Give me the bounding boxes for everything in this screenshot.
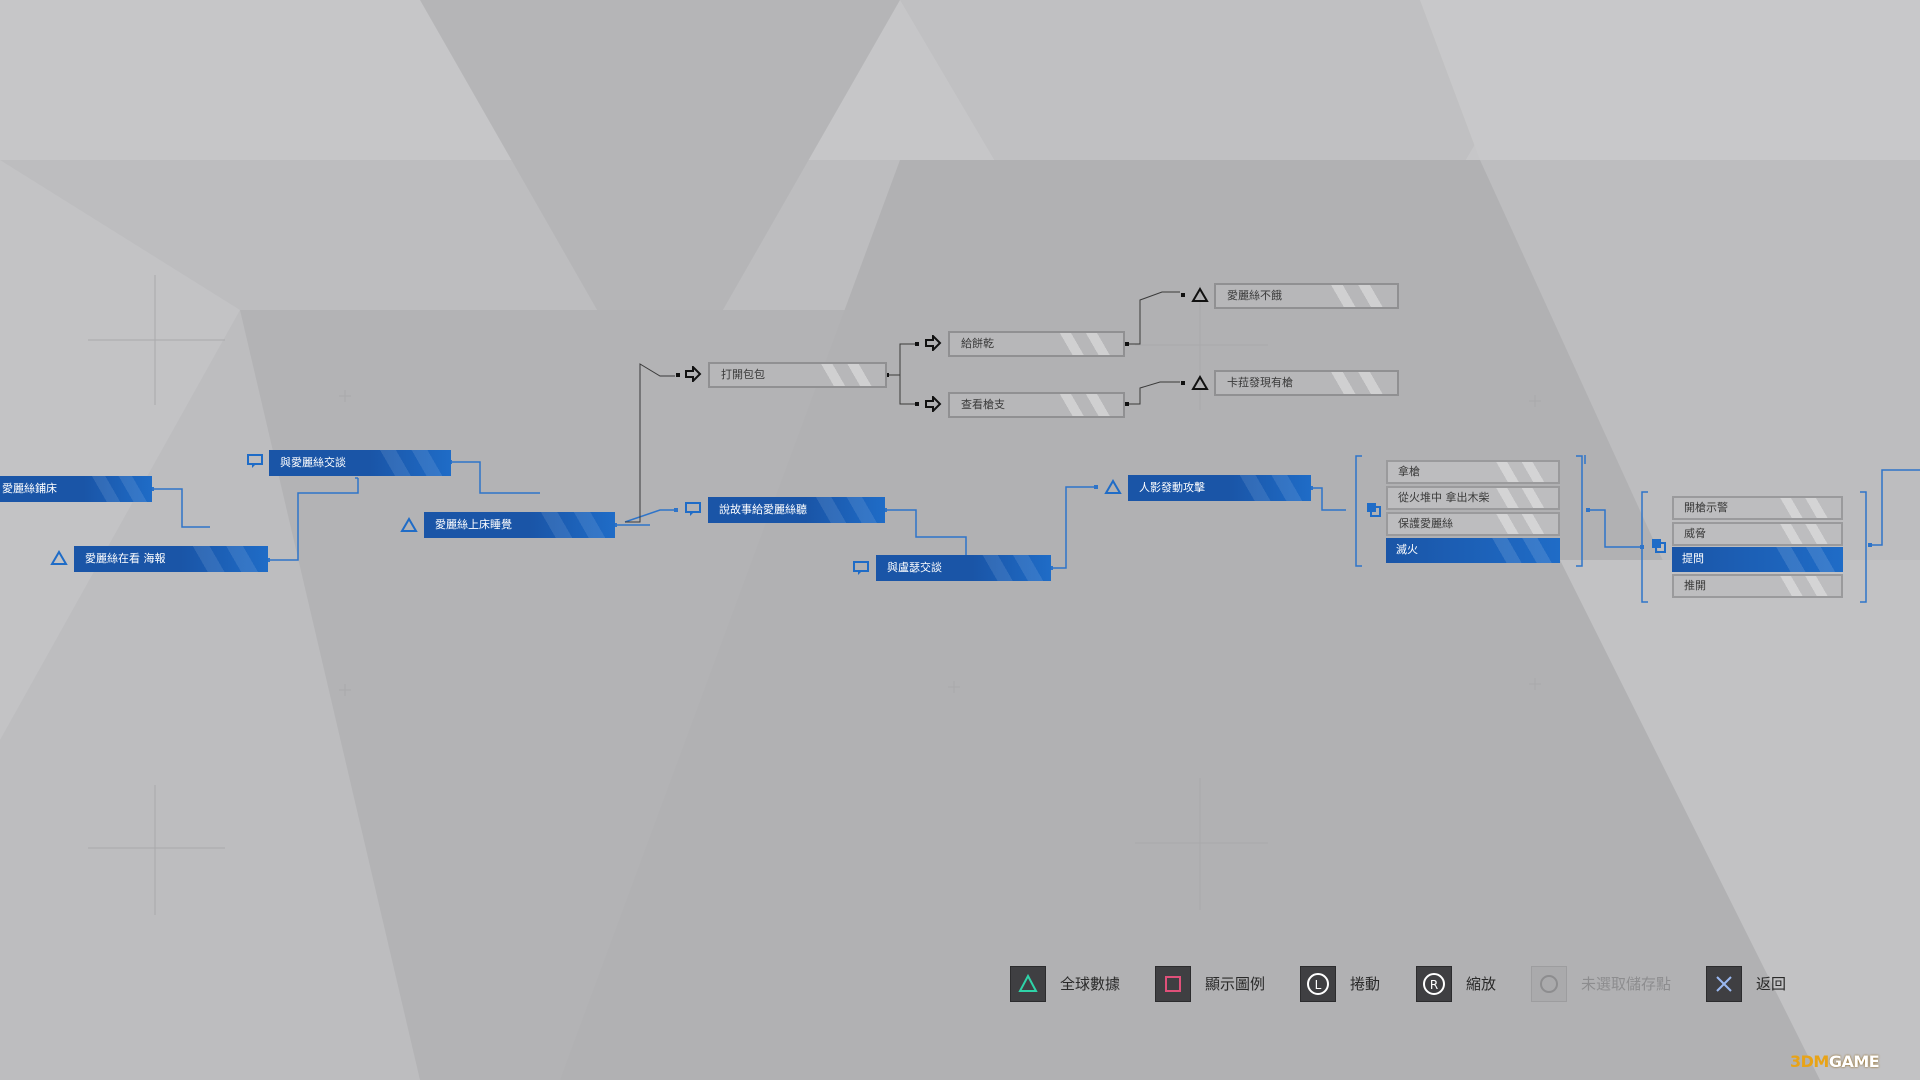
choice-threaten[interactable]: 威脅 bbox=[1672, 522, 1843, 546]
triangle-icon bbox=[1104, 479, 1122, 494]
node-tell-story-to-alice[interactable]: 說故事給愛麗絲聽 bbox=[708, 497, 885, 523]
node-alice-makes-bed[interactable]: 愛麗絲鋪床 bbox=[0, 476, 152, 502]
speech-bubble-icon bbox=[685, 502, 701, 516]
circle-button-icon bbox=[1531, 966, 1567, 1002]
no-checkpoint-label: 未選取儲存點 bbox=[1581, 975, 1672, 993]
triangle-icon bbox=[1191, 287, 1209, 302]
show-legend-label: 顯示圖例 bbox=[1205, 975, 1266, 993]
node-check-gun[interactable]: 查看槍支 bbox=[948, 392, 1125, 418]
left-stick-icon: L bbox=[1300, 966, 1336, 1002]
triangle-button-icon bbox=[1010, 966, 1046, 1002]
node-kara-finds-gun[interactable]: 卡菈發現有槍 bbox=[1214, 370, 1399, 396]
triangle-icon bbox=[1191, 375, 1209, 390]
scroll-button[interactable]: L 捲動 bbox=[1300, 966, 1400, 1006]
choice-take-gun[interactable]: 拿槍 bbox=[1386, 460, 1560, 484]
speech-bubble-icon bbox=[853, 561, 869, 575]
zoom-button[interactable]: R 縮放 bbox=[1416, 966, 1516, 1006]
right-stick-icon: R bbox=[1416, 966, 1452, 1002]
global-stats-label: 全球數據 bbox=[1060, 975, 1121, 993]
triangle-icon bbox=[400, 517, 418, 532]
global-stats-button[interactable]: 全球數據 bbox=[1010, 966, 1130, 1006]
node-talk-with-alice[interactable]: 與愛麗絲交談 bbox=[269, 450, 451, 476]
arrow-right-icon bbox=[925, 335, 942, 351]
node-alice-watching-poster[interactable]: 愛麗絲在看 海報 bbox=[74, 546, 268, 572]
choice-group-icon bbox=[1367, 503, 1381, 517]
choice-ask[interactable]: 提問 bbox=[1672, 547, 1843, 572]
speech-bubble-icon bbox=[247, 454, 263, 468]
zoom-label: 縮放 bbox=[1466, 975, 1497, 993]
back-label: 返回 bbox=[1756, 975, 1787, 993]
arrow-right-icon bbox=[685, 366, 702, 382]
scroll-label: 捲動 bbox=[1350, 975, 1381, 993]
choice-group-icon bbox=[1652, 539, 1666, 553]
node-open-bag[interactable]: 打開包包 bbox=[708, 362, 887, 388]
choice-push-away[interactable]: 推開 bbox=[1672, 574, 1843, 598]
cross-button-icon bbox=[1706, 966, 1742, 1002]
choice-extinguish-fire[interactable]: 滅火 bbox=[1386, 538, 1560, 563]
svg-text:L: L bbox=[1315, 978, 1322, 992]
back-button[interactable]: 返回 bbox=[1706, 966, 1806, 1006]
watermark-logo: 3DMGAME bbox=[1790, 1052, 1880, 1071]
show-legend-button[interactable]: 顯示圖例 bbox=[1155, 966, 1275, 1006]
choice-protect-alice[interactable]: 保護愛麗絲 bbox=[1386, 512, 1560, 536]
triangle-icon bbox=[50, 550, 68, 565]
choice-take-firewood[interactable]: 從火堆中 拿出木柴 bbox=[1386, 486, 1560, 510]
node-talk-with-luther[interactable]: 與盧瑟交談 bbox=[876, 555, 1051, 581]
node-alice-not-hungry[interactable]: 愛麗絲不餓 bbox=[1214, 283, 1399, 309]
choice-warning-shot[interactable]: 開槍示警 bbox=[1672, 496, 1843, 520]
no-checkpoint-button: 未選取儲存點 bbox=[1531, 966, 1691, 1006]
svg-text:R: R bbox=[1430, 978, 1438, 992]
arrow-right-icon bbox=[925, 396, 942, 412]
node-figure-attacks[interactable]: 人影發動攻擊 bbox=[1128, 475, 1311, 501]
node-give-cookie[interactable]: 給餅乾 bbox=[948, 331, 1125, 357]
square-button-icon bbox=[1155, 966, 1191, 1002]
node-alice-goes-to-bed[interactable]: 愛麗絲上床睡覺 bbox=[424, 512, 615, 538]
